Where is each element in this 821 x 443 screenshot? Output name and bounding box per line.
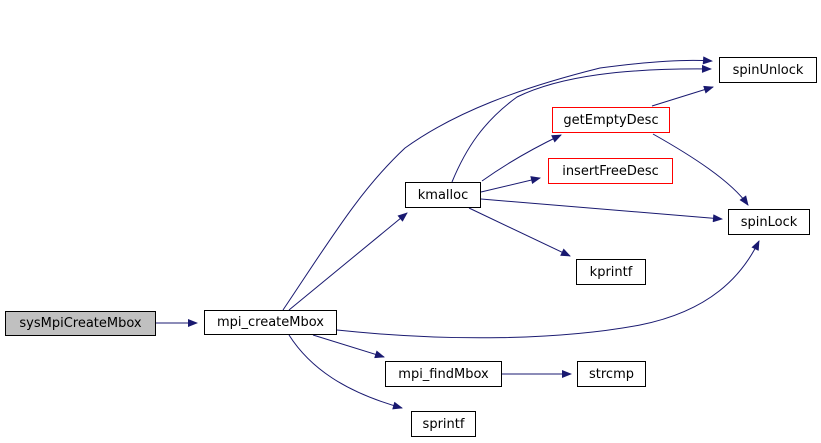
edge-mpi_createMbox-to-kmalloc xyxy=(288,212,408,311)
node-insertfreedesc[interactable]: insertFreeDesc xyxy=(548,158,673,184)
edge-mpi_createMbox-to-sprintf xyxy=(288,334,403,410)
edge-kmalloc-to-spinUnlock xyxy=(451,64,712,183)
node-strcmp[interactable]: strcmp xyxy=(577,361,646,387)
edge-kmalloc-to-getEmptyDesc xyxy=(481,134,562,182)
edge-mpi_createMbox-to-mpi_findMbox xyxy=(312,334,385,359)
node-kmalloc[interactable]: kmalloc xyxy=(405,182,481,208)
node-sysmpicreatembox: sysMpiCreateMbox xyxy=(5,311,156,336)
edge-kmalloc-to-kprintf xyxy=(468,207,571,257)
node-getemptydesc[interactable]: getEmptyDesc xyxy=(552,107,670,133)
edge-mpi_createMbox-to-spinUnlock xyxy=(282,56,713,311)
node-mpi-findmbox[interactable]: mpi_findMbox xyxy=(385,361,502,387)
node-sprintf[interactable]: sprintf xyxy=(411,411,476,437)
edge-getEmptyDesc-to-spinUnlock xyxy=(651,85,714,107)
node-mpi-creatembox[interactable]: mpi_createMbox xyxy=(204,310,337,335)
node-spinlock[interactable]: spinLock xyxy=(728,209,810,235)
node-kprintf[interactable]: kprintf xyxy=(576,259,646,285)
node-spinunlock[interactable]: spinUnlock xyxy=(719,57,817,83)
edge-mpi_createMbox-to-spinLock xyxy=(336,240,760,339)
edge-kmalloc-to-insertFreeDesc xyxy=(480,176,541,193)
edge-kmalloc-to-spinLock xyxy=(480,198,723,223)
edge-getEmptyDesc-to-spinLock xyxy=(652,133,749,206)
